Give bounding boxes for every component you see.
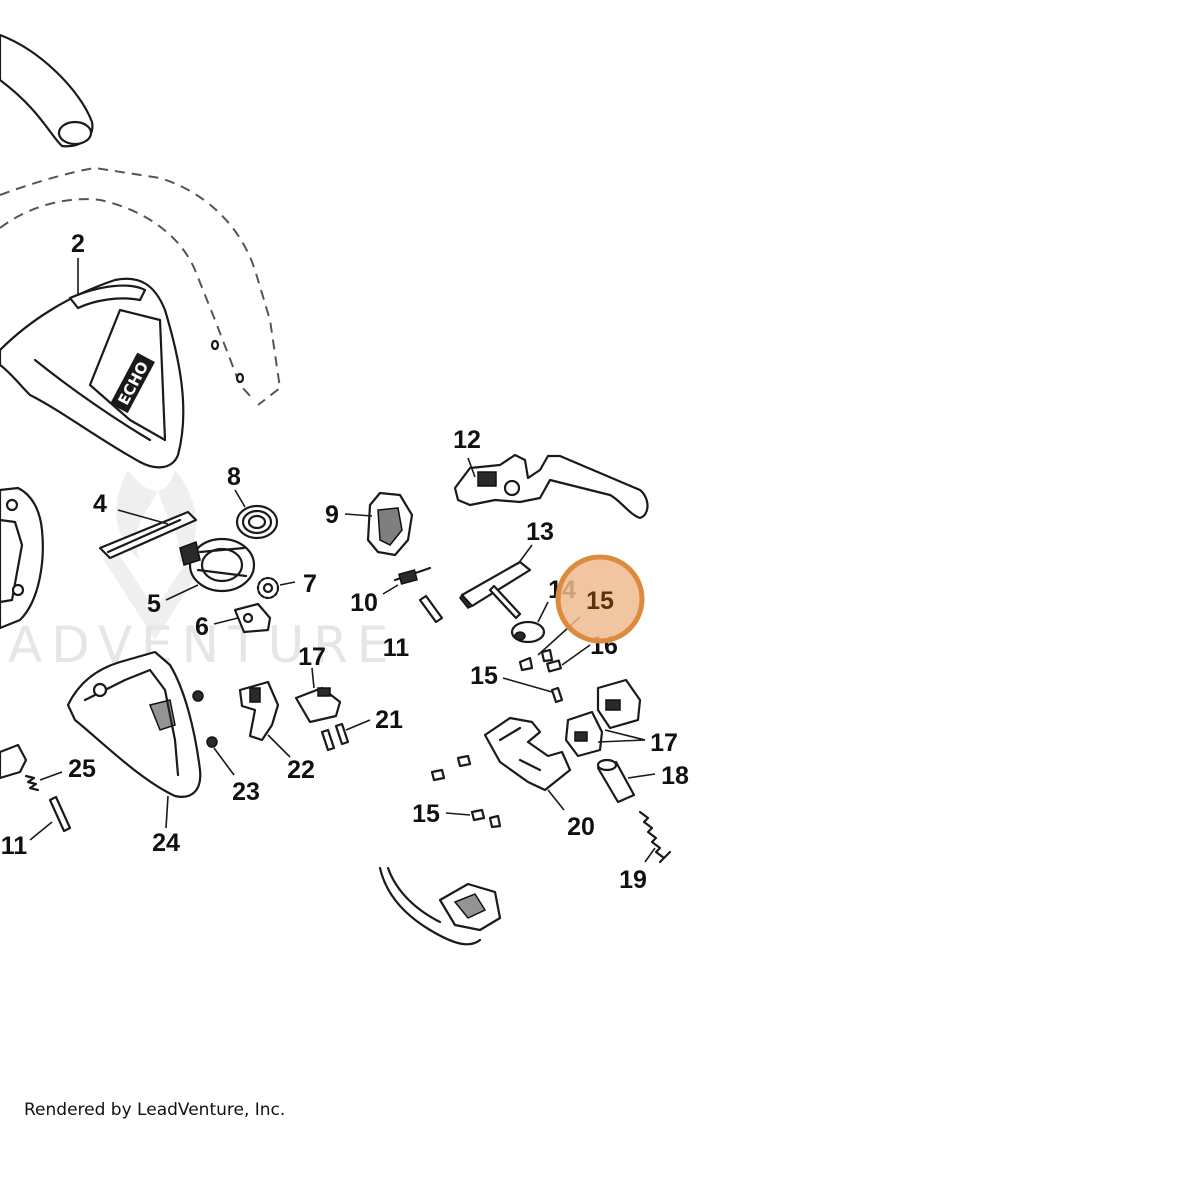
part-8-spring	[234, 489, 279, 540]
callout-23: 23	[232, 778, 260, 806]
callout-4: 4	[93, 490, 107, 518]
part-20-bracket	[483, 716, 572, 811]
part-13-t-handle	[459, 544, 533, 620]
part-2-cover: ECHO	[0, 277, 185, 469]
callout-11-center: 11	[383, 634, 410, 662]
callout-24: 24	[152, 829, 180, 857]
part-6-pawl	[213, 602, 272, 634]
callout-15-bottom: 15	[412, 800, 440, 828]
callout-20: 20	[567, 813, 595, 841]
callout-25: 25	[68, 755, 96, 783]
callout-17-right: 17	[650, 729, 678, 757]
part-5-reel	[165, 537, 256, 601]
part-24-handle-half	[66, 650, 202, 829]
callout-12: 12	[453, 426, 481, 454]
callout-10: 10	[350, 589, 378, 617]
part-11-pin-bottom	[29, 795, 72, 841]
callout-6: 6	[195, 613, 209, 641]
part-25-spring	[0, 743, 63, 792]
part-23-screws	[192, 690, 235, 776]
highlight-marker[interactable]: 15	[555, 554, 645, 644]
callout-7: 7	[303, 570, 317, 598]
callout-19: 19	[619, 866, 647, 894]
render-credit: Rendered by LeadVenture, Inc.	[24, 1100, 285, 1120]
part-10-spring	[382, 566, 432, 595]
part-22-trigger	[238, 680, 291, 758]
part-16-pin	[546, 644, 591, 673]
part-19-spring	[638, 810, 672, 864]
callout-15-left: 15	[470, 662, 498, 690]
part-21-pins	[320, 719, 371, 752]
callout-8: 8	[227, 463, 241, 491]
part-4-plate	[98, 509, 198, 560]
callout-9: 9	[325, 501, 339, 529]
callout-2: 2	[71, 230, 85, 258]
part-14-bushing	[510, 601, 549, 644]
part-11-pin	[418, 594, 444, 624]
part-7-gear	[256, 576, 296, 600]
callout-18: 18	[661, 762, 689, 790]
callout-17-left: 17	[298, 643, 326, 671]
handle-tube	[0, 33, 94, 148]
callout-22: 22	[287, 756, 315, 784]
part-12-lever	[453, 453, 649, 520]
watermark-text: ADVENTURE	[8, 616, 398, 674]
part-18-plunger	[596, 758, 656, 804]
left-housing	[0, 486, 44, 630]
part-17-switch-right	[564, 678, 646, 758]
highlight-circle[interactable]	[555, 554, 645, 644]
highlight-label: 15	[586, 587, 614, 615]
callout-5: 5	[147, 590, 161, 618]
part-9-trigger-housing	[344, 491, 414, 557]
callout-21: 21	[375, 706, 403, 734]
part-17-switch-left	[294, 667, 342, 724]
callout-11-bottom: 11	[1, 832, 28, 860]
dashed-handle-outline	[0, 166, 282, 406]
wire-harness	[378, 866, 502, 946]
callout-13: 13	[526, 518, 554, 546]
